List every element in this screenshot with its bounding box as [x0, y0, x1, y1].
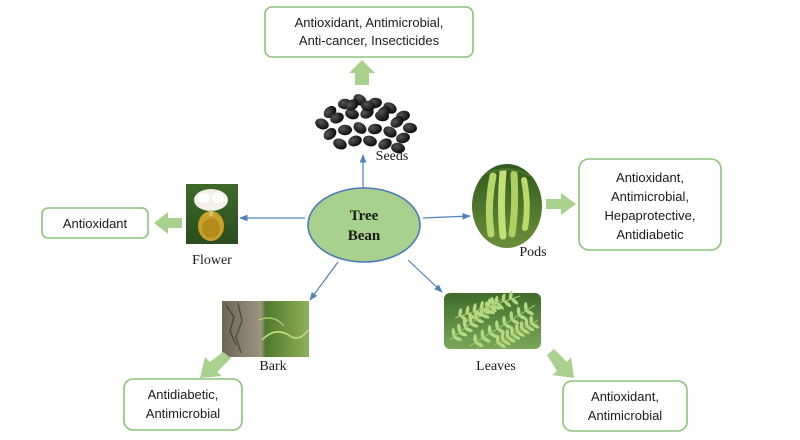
seeds-property-line2: Anti-cancer, Insecticides — [299, 33, 440, 48]
bark-icon — [222, 301, 309, 357]
seeds-up-arrow — [349, 60, 375, 85]
seeds-property-box — [264, 6, 474, 58]
leaves-node: Leaves Antioxidant, Antimicrobial — [444, 291, 688, 432]
leaves-icon — [444, 291, 541, 349]
pods-property-box — [578, 158, 722, 251]
seeds-label: Seeds — [376, 149, 409, 164]
flower-property-line1: Antioxidant — [63, 216, 128, 231]
flower-icon — [186, 184, 238, 244]
flower-left-arrow — [154, 212, 182, 234]
bark-down-arrow — [200, 352, 231, 378]
pods-property-line4: Antidiabetic — [616, 227, 684, 242]
leaves-property-line1: Antioxidant, — [591, 389, 659, 404]
center-node: Tree Bean — [307, 187, 421, 263]
connector-pods — [422, 212, 471, 220]
flower-label: Flower — [192, 253, 232, 268]
pods-property-line3: Hepaprotective, — [604, 208, 695, 223]
bark-node: Bark Antidiabetic, Antimicrobial — [123, 301, 309, 431]
pods-property-line2: Antimicrobial, — [611, 189, 689, 204]
flower-node: Antioxidant Flower — [41, 184, 238, 268]
leaves-property-line2: Antimicrobial — [588, 408, 663, 423]
connector-bark — [309, 261, 339, 301]
connectors — [239, 154, 471, 301]
leaves-down-arrow — [547, 349, 574, 378]
leaves-label: Leaves — [476, 359, 516, 374]
bark-label: Bark — [259, 359, 286, 374]
pods-right-arrow — [546, 193, 576, 215]
pods-label: Pods — [519, 245, 546, 260]
bark-property-line1: Antidiabetic, — [148, 387, 219, 402]
pods-icon — [472, 164, 542, 248]
flower-property-box — [41, 207, 149, 239]
center-label-line2: Bean — [348, 228, 381, 244]
center-label-line1: Tree — [350, 208, 379, 224]
seeds-node: Antioxidant, Antimicrobial, Anti-cancer,… — [264, 6, 474, 164]
pods-node: Pods Antioxidant, Antimicrobial, Hepapro… — [472, 158, 722, 260]
bark-property-line2: Antimicrobial — [146, 406, 221, 421]
pods-property-line1: Antioxidant, — [616, 170, 684, 185]
connector-leaves — [407, 259, 443, 293]
seeds-icon — [315, 94, 417, 154]
bark-property-box — [123, 378, 243, 431]
center-ellipse — [307, 187, 421, 263]
seeds-property-line1: Antioxidant, Antimicrobial, — [295, 15, 444, 30]
leaves-property-box — [562, 380, 688, 432]
